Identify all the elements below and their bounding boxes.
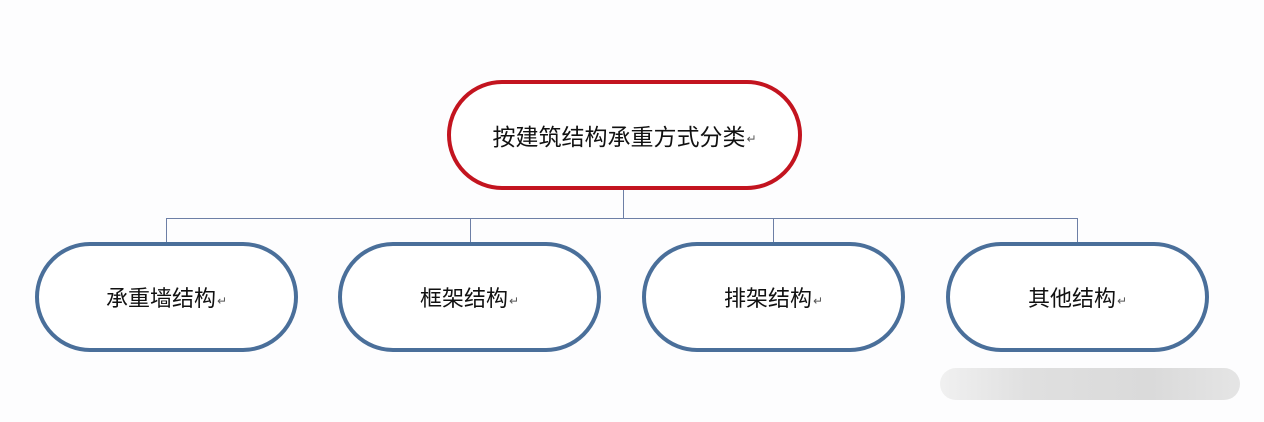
paragraph-mark-icon: ↵ [216,294,228,308]
connector-child-1 [166,218,167,242]
child-node-label: 承重墙结构 [105,287,216,312]
child-node-other: 其他结构↵ [946,242,1209,352]
connector-child-3 [773,218,774,242]
child-node-label: 排架结构 [723,287,812,312]
child-node-label: 框架结构 [419,287,508,312]
connector-child-2 [470,218,471,242]
paragraph-mark-icon: ↵ [746,132,757,146]
paragraph-mark-icon: ↵ [812,294,824,308]
connector-root-stem [623,190,624,218]
child-node-bent-frame: 排架结构↵ [642,242,905,352]
root-node: 按建筑结构承重方式分类↵ [447,80,802,190]
child-node-frame: 框架结构↵ [338,242,601,352]
child-node-label: 其他结构 [1027,287,1116,312]
paragraph-mark-icon: ↵ [508,294,520,308]
connector-child-4 [1077,218,1078,242]
connector-horizontal-bar [166,218,1078,219]
child-node-load-bearing-wall: 承重墙结构↵ [35,242,298,352]
paragraph-mark-icon: ↵ [1116,294,1128,308]
root-node-label: 按建筑结构承重方式分类 [492,125,746,151]
blurred-watermark [940,368,1240,400]
